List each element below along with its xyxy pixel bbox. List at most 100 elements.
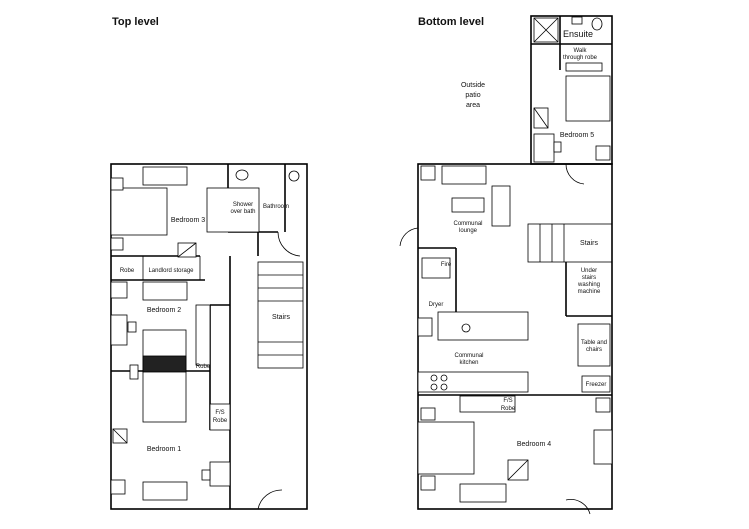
- kitchen-label-1: Communal: [454, 353, 483, 359]
- fs-robe: [209, 403, 231, 431]
- ensuite-label: Ensuite: [563, 29, 593, 39]
- under-stairs-label-4: machine: [578, 289, 601, 295]
- bottom-stairs-label: Stairs: [580, 240, 598, 247]
- bedside-table: [142, 281, 188, 301]
- kitchen-label-2: kitchen: [459, 360, 478, 366]
- bedside-table: [459, 483, 507, 503]
- nightstand: [420, 475, 436, 491]
- armchair: [491, 185, 511, 227]
- lounge-label-1: Communal: [453, 221, 482, 227]
- door-swing: [565, 163, 585, 185]
- dryer: [417, 317, 433, 337]
- top-level-heading: Top level: [112, 16, 159, 28]
- desk: [593, 429, 613, 465]
- shower-cross: [533, 17, 559, 43]
- bedside-table: [142, 481, 188, 501]
- robe-mid-label: Robe: [196, 364, 211, 370]
- shower-label-2: over bath: [230, 209, 255, 215]
- fire: [421, 257, 451, 279]
- chair: [553, 141, 562, 153]
- bottom-fs-label-2: Robe: [501, 406, 516, 412]
- nightstand: [420, 407, 436, 421]
- ensuite-toilet: [591, 17, 603, 31]
- under-stairs-label-1: Under: [581, 268, 597, 274]
- desk-marker: [533, 107, 549, 129]
- nightstand: [110, 281, 128, 299]
- robe: [195, 304, 211, 366]
- bottom-fs-label-1: F/S: [503, 398, 512, 404]
- desk-marker: [112, 428, 128, 444]
- desk: [110, 314, 128, 346]
- bathroom-label: Bathroom: [263, 204, 289, 210]
- freezer-label: Freezer: [586, 382, 607, 388]
- nightstand: [110, 177, 124, 191]
- bed: [142, 371, 187, 423]
- fs-label-1: F/S: [215, 410, 224, 416]
- sofa: [441, 165, 487, 185]
- fire-label: Fire: [441, 262, 452, 268]
- desk-marker: [177, 242, 197, 258]
- bath: [206, 187, 260, 233]
- door-swing: [399, 227, 419, 247]
- bed: [110, 187, 168, 236]
- bed-headboard: [142, 355, 187, 373]
- stairs: [257, 261, 304, 369]
- bed: [565, 75, 611, 122]
- bedroom3-label: Bedroom 3: [171, 217, 205, 224]
- door-swing: [257, 489, 283, 510]
- freezer: [581, 375, 611, 393]
- bottom-level-heading: Bottom level: [418, 16, 484, 28]
- outside-label-2: patio: [465, 92, 480, 99]
- bedroom4-label: Bedroom 4: [517, 441, 551, 448]
- table-label-1: Table and: [581, 340, 607, 346]
- stair-treads: [539, 224, 565, 262]
- walk-robe-label-2: through robe: [563, 55, 598, 61]
- desk: [209, 461, 231, 487]
- fs-robe: [459, 395, 516, 413]
- shower-label-1: Shower: [233, 202, 253, 208]
- door-swing: [565, 499, 591, 515]
- bed: [417, 421, 475, 475]
- table-label-2: chairs: [586, 347, 602, 353]
- nightstand: [129, 364, 139, 380]
- basin: [288, 170, 300, 182]
- fs-label-2: Robe: [213, 418, 228, 424]
- walk-robe-label-1: Walk: [573, 48, 587, 54]
- stair-treads: [258, 274, 303, 356]
- lounge-label-2: lounge: [459, 228, 478, 234]
- bedside-table: [142, 166, 188, 186]
- nightstand: [420, 165, 436, 181]
- table: [577, 323, 611, 367]
- outside-label-1: Outside: [461, 82, 485, 89]
- nightstand: [110, 237, 124, 251]
- bottom-level-plan: Ensuite Walk through robe Outside patio …: [399, 15, 613, 515]
- kitchen-island: [437, 311, 529, 341]
- stairs-label: Stairs: [272, 314, 290, 321]
- landlord-storage-label: Landlord storage: [148, 268, 194, 274]
- dryer-label: Dryer: [429, 302, 444, 308]
- nightstand: [110, 479, 126, 495]
- desk-marker: [507, 459, 529, 481]
- sink: [461, 323, 471, 333]
- bedroom2-label: Bedroom 2: [147, 307, 181, 314]
- ensuite-basin: [571, 16, 583, 25]
- outside-label-3: area: [466, 102, 480, 109]
- desk: [533, 133, 555, 163]
- chair: [201, 469, 211, 481]
- walk-robe-rail: [565, 62, 603, 72]
- stairs: [527, 223, 613, 263]
- stove: [430, 374, 448, 391]
- bedroom1-label: Bedroom 1: [147, 446, 181, 453]
- under-stairs-label-2: stairs: [582, 275, 596, 281]
- door-swing: [277, 231, 301, 257]
- coffee-table: [451, 197, 485, 213]
- robe-left-label: Robe: [120, 268, 135, 274]
- under-stairs-label-3: washing: [577, 282, 600, 288]
- toilet: [235, 169, 249, 181]
- bedroom5-label: Bedroom 5: [560, 132, 594, 139]
- chair: [127, 321, 137, 333]
- nightstand: [595, 397, 611, 413]
- top-level-plan: Bedroom 3 Shower over bath Bathroom Robe…: [110, 163, 308, 510]
- bottom-outer-wall: [417, 163, 613, 510]
